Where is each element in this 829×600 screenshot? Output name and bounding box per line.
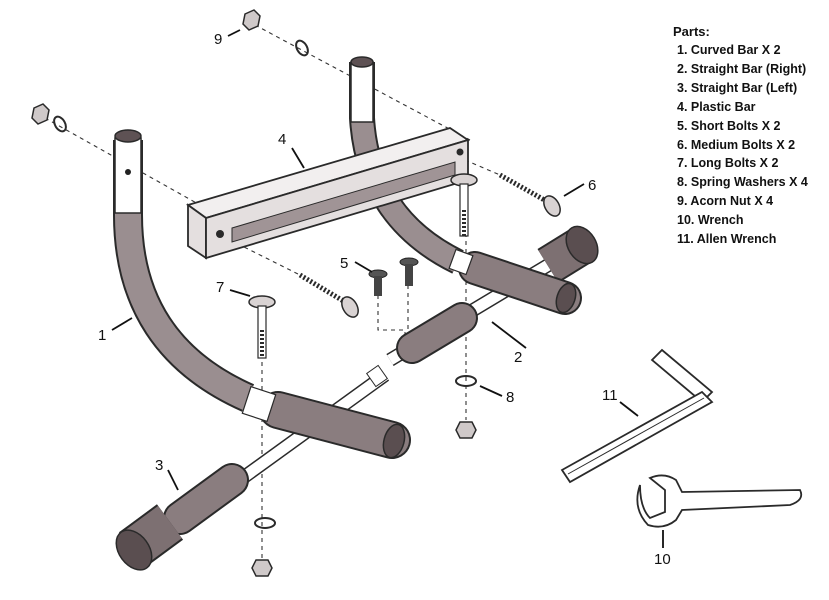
medium-bolt-2 <box>298 272 359 318</box>
parts-list-item: 6. Medium Bolts X 2 <box>677 137 796 152</box>
parts-legend-title: Parts: <box>673 24 710 39</box>
parts-list-item: 9. Acorn Nut X 4 <box>677 194 774 209</box>
parts-list: 1. Curved Bar X 2 2. Straight Bar (Right)… <box>673 41 808 249</box>
right-bar-end-cap <box>537 225 599 284</box>
parts-legend: Parts: 1. Curved Bar X 2 2. Straight Bar … <box>673 24 808 249</box>
medium-bolt <box>498 172 561 217</box>
left-bar-grip <box>163 463 249 535</box>
callout-7: 7 <box>216 279 224 296</box>
callout-11: 11 <box>602 387 618 404</box>
callout-9: 9 <box>214 31 222 48</box>
parts-list-item: 2. Straight Bar (Right) <box>677 61 807 76</box>
parts-list-item: 7. Long Bolts X 2 <box>677 156 779 171</box>
parts-list-item: 11. Allen Wrench <box>677 232 777 247</box>
callout-5: 5 <box>340 255 348 272</box>
callout-6: 6 <box>588 177 596 194</box>
parts-list-item: 5. Short Bolts X 2 <box>677 118 781 133</box>
straight-bar-right <box>386 225 599 367</box>
long-bolt-right <box>450 173 478 237</box>
plastic-bar <box>185 127 471 260</box>
spring-washers <box>53 39 477 529</box>
callout-labels: 1 2 3 4 5 6 7 8 9 10 11 <box>98 31 671 568</box>
right-bar-grip-inner <box>396 302 478 364</box>
allen-wrench <box>560 348 714 484</box>
short-bolts <box>368 257 419 296</box>
long-bolt-left <box>248 295 276 359</box>
wrench <box>636 474 803 528</box>
callout-3: 3 <box>155 457 163 474</box>
left-bar-end-cap <box>115 504 184 571</box>
leader-lines <box>111 29 664 548</box>
parts-list-item: 1. Curved Bar X 2 <box>677 43 781 57</box>
straight-bar-left <box>115 364 411 571</box>
callout-4: 4 <box>278 131 286 148</box>
parts-list-item: 3. Straight Bar (Left) <box>677 80 798 95</box>
curved-bar-front <box>113 129 255 412</box>
left-curved-bar-sleeve <box>259 391 411 459</box>
parts-list-item: 8. Spring Washers X 4 <box>677 175 808 190</box>
parts-list-item: 10. Wrench <box>677 213 744 228</box>
callout-8: 8 <box>506 389 514 406</box>
callout-1: 1 <box>98 327 106 344</box>
callout-10: 10 <box>654 551 671 568</box>
callout-2: 2 <box>514 349 522 366</box>
acorn-nuts <box>31 9 477 577</box>
parts-list-item: 4. Plastic Bar <box>677 99 756 114</box>
assembly-guide-lines <box>44 24 501 560</box>
right-curved-bar-sleeve <box>458 251 582 315</box>
